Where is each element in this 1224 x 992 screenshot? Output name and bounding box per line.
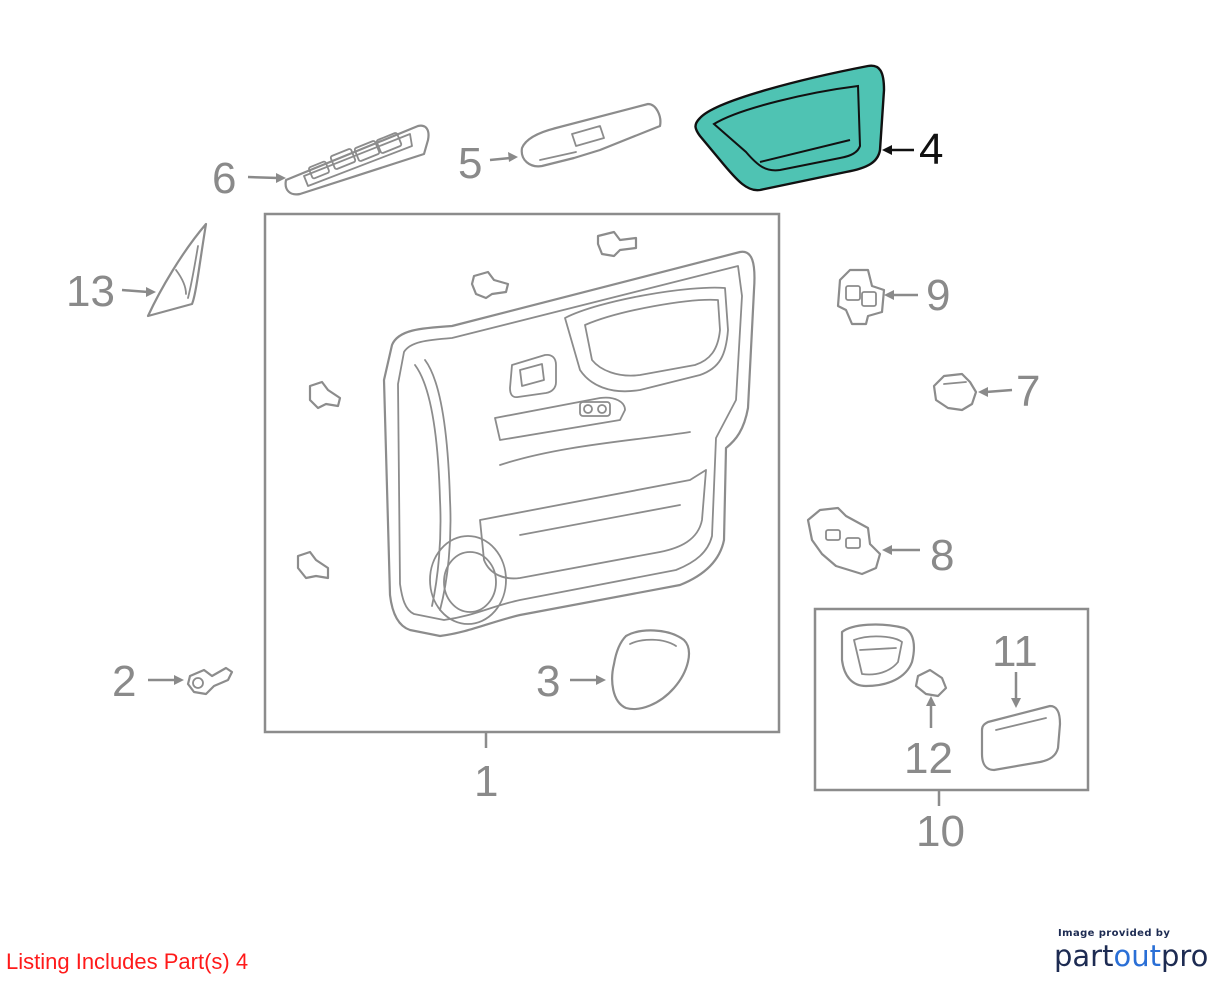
handle-clip[interactable]: [914, 668, 948, 698]
screw-clip[interactable]: [186, 666, 234, 696]
door-handle-bezel-highlighted[interactable]: [694, 64, 886, 192]
door-trim-panel[interactable]: [382, 250, 756, 638]
brand-name-pro: pro: [1160, 939, 1209, 973]
partoutpro-logo: Image provided by partoutpro: [1054, 928, 1214, 973]
callout-1: 1: [474, 757, 498, 806]
callout-13: 13: [66, 267, 115, 316]
callout-4: 4: [919, 125, 943, 174]
clip-bottom-left[interactable]: [296, 550, 330, 580]
clip-middle-left[interactable]: [308, 380, 342, 410]
callout-10: 10: [916, 807, 965, 856]
inside-door-handle[interactable]: [840, 623, 915, 688]
clip-top-right[interactable]: [596, 230, 638, 258]
listing-note: Listing Includes Part(s) 4: [6, 949, 249, 974]
master-window-switch[interactable]: [284, 124, 430, 196]
callout-5: 5: [458, 139, 482, 188]
handle-group-box: [813, 607, 1090, 792]
callout-3: 3: [536, 657, 560, 706]
switch-assembly[interactable]: [806, 506, 882, 576]
part-4-fill: [694, 64, 886, 192]
brand-name-part: part: [1054, 939, 1114, 973]
speaker-cover[interactable]: [611, 629, 691, 711]
clip-top-left[interactable]: [470, 270, 510, 300]
brand-name-out: out: [1113, 939, 1161, 973]
callout-2: 2: [112, 657, 136, 706]
callout-12: 12: [904, 734, 953, 783]
mirror-corner-cover[interactable]: [146, 222, 208, 318]
handle-cover[interactable]: [980, 704, 1062, 772]
brand-name: partoutpro: [1054, 939, 1214, 973]
brand-caption: Image provided by: [1058, 928, 1171, 939]
callout-11: 11: [992, 627, 1038, 676]
callout-8: 8: [930, 531, 954, 580]
callout-6: 6: [212, 154, 236, 203]
window-switch-bezel[interactable]: [520, 102, 662, 168]
callout-7: 7: [1016, 367, 1040, 416]
door-panel-group-box: [263, 212, 781, 734]
door-lock-switch[interactable]: [836, 268, 886, 326]
small-switch[interactable]: [932, 372, 978, 412]
callout-arrows: [121, 145, 1021, 728]
callout-9: 9: [926, 271, 950, 320]
